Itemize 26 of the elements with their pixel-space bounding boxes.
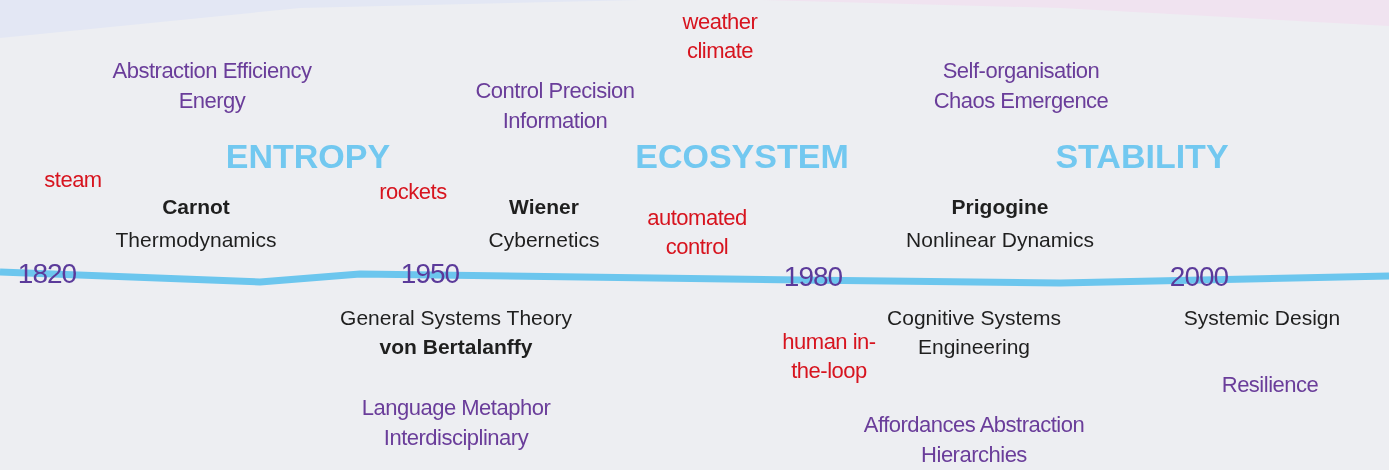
person-name: Carnot xyxy=(162,194,230,220)
keyword-text: rockets xyxy=(379,178,447,206)
field-name: Cognitive Systems Engineering xyxy=(886,305,1062,361)
concept-text: Affordances Abstraction Hierarchies xyxy=(862,411,1086,469)
theme-heading: STABILITY xyxy=(1055,138,1229,176)
keyword-text: weather climate xyxy=(681,8,759,65)
concept-text: Self-organisation Chaos Emergence xyxy=(932,57,1110,115)
keyword-text: steam xyxy=(44,166,102,194)
person-name: Wiener xyxy=(509,194,579,220)
theme-heading: ECOSYSTEM xyxy=(635,138,849,176)
year-label: 1950 xyxy=(400,259,460,290)
concept-text: Resilience xyxy=(1221,371,1319,399)
field-name: Systemic Design xyxy=(1183,305,1341,331)
field-name: Nonlinear Dynamics xyxy=(906,227,1094,253)
keyword-text: automated control xyxy=(646,204,748,261)
concept-text: Abstraction Efficiency Energy xyxy=(111,57,313,115)
concept-text: Language Metaphor Interdisciplinary xyxy=(360,394,552,452)
field-name: Cybernetics xyxy=(488,227,600,253)
person-name: Prigogine xyxy=(951,194,1049,220)
year-label: 1980 xyxy=(783,262,843,293)
keyword-text: human in-the-loop xyxy=(781,328,877,385)
field-name: Thermodynamics xyxy=(115,227,277,253)
theme-heading: ENTROPY xyxy=(225,138,391,176)
person-name: von Bertalanffy xyxy=(379,334,533,360)
field-name: General Systems Theory xyxy=(340,305,572,331)
concept-text: Control Precision Information xyxy=(474,77,636,135)
